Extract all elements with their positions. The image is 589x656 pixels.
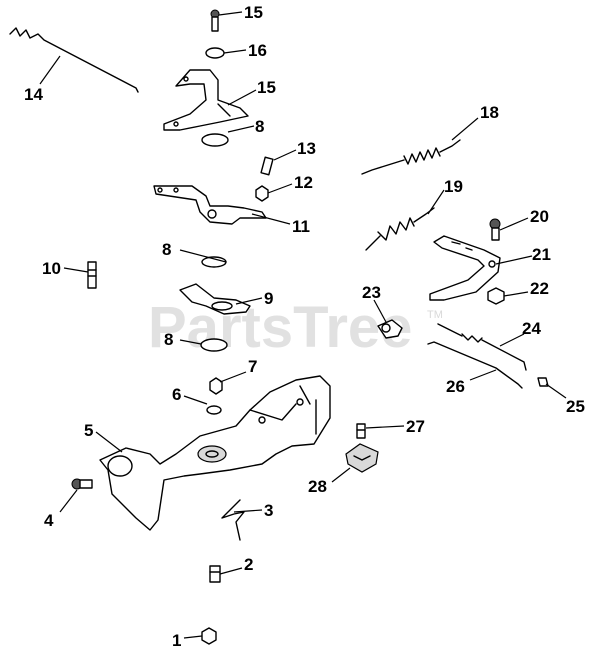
part-washer-8a	[201, 133, 229, 147]
leader-lines	[39, 11, 567, 639]
part-spring-plate	[179, 283, 251, 315]
part-screw-4	[71, 478, 93, 490]
part-washer-6	[206, 405, 222, 415]
part-governor-rod	[9, 27, 139, 93]
callout-14: 14	[24, 85, 43, 104]
part-throttle-lever	[429, 235, 501, 301]
callout-19: 19	[444, 177, 463, 196]
callout-8-a: 8	[255, 117, 264, 136]
callout-12: 12	[294, 173, 313, 192]
part-control-lever	[153, 185, 267, 225]
part-spring-19	[365, 207, 435, 251]
part-nut-7	[209, 377, 223, 395]
part-washer-8c	[200, 338, 228, 352]
callout-5: 5	[84, 421, 93, 440]
callout-8-c: 8	[164, 330, 173, 349]
part-nut-22	[487, 287, 505, 305]
part-screw-20	[489, 218, 501, 241]
part-bolt-13	[260, 156, 274, 176]
callout-23: 23	[362, 283, 381, 302]
callout-28: 28	[308, 477, 327, 496]
callout-17: 15	[244, 3, 263, 22]
callout-9: 9	[264, 289, 273, 308]
callout-24: 24	[522, 319, 541, 338]
callout-16: 16	[248, 41, 267, 60]
callout-10: 10	[42, 259, 61, 278]
part-spring-clip	[221, 499, 245, 541]
watermark: PartsTree	[148, 295, 412, 360]
part-block-28	[345, 443, 379, 473]
part-screw-top	[210, 9, 220, 32]
callout-18: 18	[480, 103, 499, 122]
part-nut-12	[255, 185, 269, 202]
callout-7: 7	[248, 357, 257, 376]
callout-27: 27	[406, 417, 425, 436]
part-stud-10	[87, 261, 97, 289]
callout-4: 4	[44, 511, 54, 530]
callout-20: 20	[530, 207, 549, 226]
callout-2: 2	[244, 555, 253, 574]
part-nut-1	[201, 627, 217, 645]
callout-26: 26	[446, 377, 465, 396]
part-choke-wire	[437, 323, 527, 371]
part-control-bracket	[99, 375, 331, 531]
part-spring-18	[361, 139, 461, 175]
callout-21: 21	[532, 245, 551, 264]
part-governor-lever	[163, 69, 249, 131]
callout-1: 1	[172, 631, 181, 650]
callout-8-b: 8	[162, 240, 171, 259]
part-washer-16	[205, 47, 225, 59]
callout-11: 11	[292, 217, 310, 236]
part-clip-23	[377, 319, 403, 339]
callout-22: 22	[530, 279, 549, 298]
callout-3: 3	[264, 501, 273, 520]
part-bolt-2	[209, 565, 221, 583]
callout-25: 25	[566, 397, 585, 416]
watermark-trademark: TM	[427, 309, 443, 321]
part-screw-27	[356, 423, 366, 439]
callout-6: 6	[172, 385, 181, 404]
callout-15: 15	[257, 78, 276, 97]
part-throttle-rod	[427, 341, 523, 389]
callouts: 15 16 15 8 14 13 12 11 8 9 8 7 6 10 5 4 …	[24, 3, 585, 650]
callout-13: 13	[297, 139, 316, 158]
